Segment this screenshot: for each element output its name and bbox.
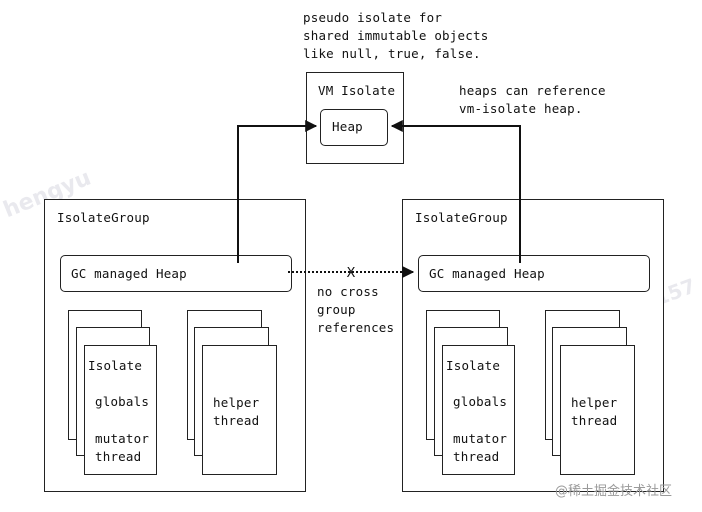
watermark-text: @稀土掘金技术社区: [555, 484, 673, 499]
gc-heap-left-label: GC managed Heap: [71, 266, 187, 281]
cross-mark: X: [347, 266, 356, 281]
isolate-left-globals: globals: [95, 394, 150, 409]
isolate-left-title: Isolate: [88, 358, 143, 373]
note-pseudo-isolate-line1: pseudo isolate for: [303, 10, 443, 25]
gc-heap-right-label: GC managed Heap: [429, 266, 545, 281]
helper-card-left: helper thread: [202, 345, 277, 475]
gc-heap-right: GC managed Heap: [418, 255, 650, 292]
note-heaps-reference-line1: heaps can reference: [459, 83, 606, 98]
isolate-right-title: Isolate: [446, 358, 501, 373]
isolate-left-mutator: mutator: [95, 431, 150, 446]
isolate-group-right: IsolateGroup GC managed Heap Isolate glo…: [402, 199, 664, 492]
vm-isolate-title: VM Isolate: [318, 83, 396, 98]
isolate-card-left: Isolate globals mutator thread: [84, 345, 157, 475]
isolate-left-thread: thread: [95, 449, 142, 464]
vm-heap-label: Heap: [332, 119, 363, 134]
isolate-right-thread: thread: [453, 449, 500, 464]
gc-heap-left: GC managed Heap: [60, 255, 292, 292]
note-no-cross-line2: group: [317, 302, 356, 317]
note-no-cross-line1: no cross: [317, 284, 379, 299]
isolate-group-right-title: IsolateGroup: [415, 210, 508, 225]
isolate-group-left: IsolateGroup GC managed Heap Isolate glo…: [44, 199, 306, 492]
vm-isolate-box: VM Isolate Heap: [306, 72, 404, 164]
vm-heap-box: Heap: [320, 109, 388, 146]
note-heaps-reference-line2: vm-isolate heap.: [459, 101, 583, 116]
isolate-right-mutator: mutator: [453, 431, 508, 446]
isolate-group-left-title: IsolateGroup: [57, 210, 150, 225]
note-pseudo-isolate-line2: shared immutable objects: [303, 28, 489, 43]
helper-right-line1: helper: [571, 395, 618, 410]
helper-left-line2: thread: [213, 413, 260, 428]
helper-card-right: helper thread: [560, 345, 635, 475]
isolate-card-right: Isolate globals mutator thread: [442, 345, 515, 475]
helper-left-line1: helper: [213, 395, 260, 410]
note-pseudo-isolate-line3: like null, true, false.: [303, 46, 481, 61]
isolate-right-globals: globals: [453, 394, 508, 409]
note-no-cross-line3: references: [317, 320, 395, 335]
helper-right-line2: thread: [571, 413, 618, 428]
